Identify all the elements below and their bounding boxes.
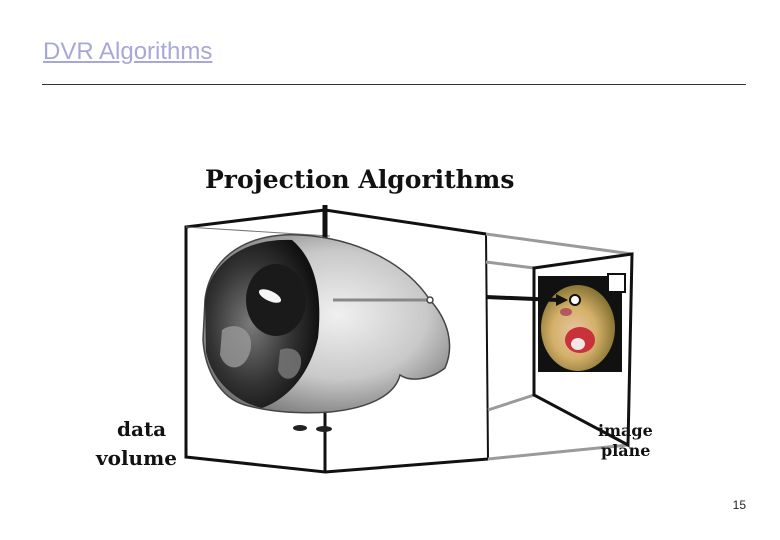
figure-heading: Projection Algorithms xyxy=(205,165,514,194)
data-volume-cube xyxy=(184,205,489,474)
label-volume: volume xyxy=(95,446,177,470)
label-plane: plane xyxy=(601,441,650,460)
slide-title[interactable]: DVR Algorithms xyxy=(43,38,213,65)
skull-volume-render xyxy=(202,234,451,432)
title-divider xyxy=(42,84,746,85)
projection-frustum xyxy=(485,232,633,461)
page-number: 15 xyxy=(732,498,746,512)
label-image: image xyxy=(598,421,653,440)
label-data: data xyxy=(117,417,166,441)
image-plane xyxy=(532,252,634,448)
projection-ray xyxy=(333,294,581,306)
